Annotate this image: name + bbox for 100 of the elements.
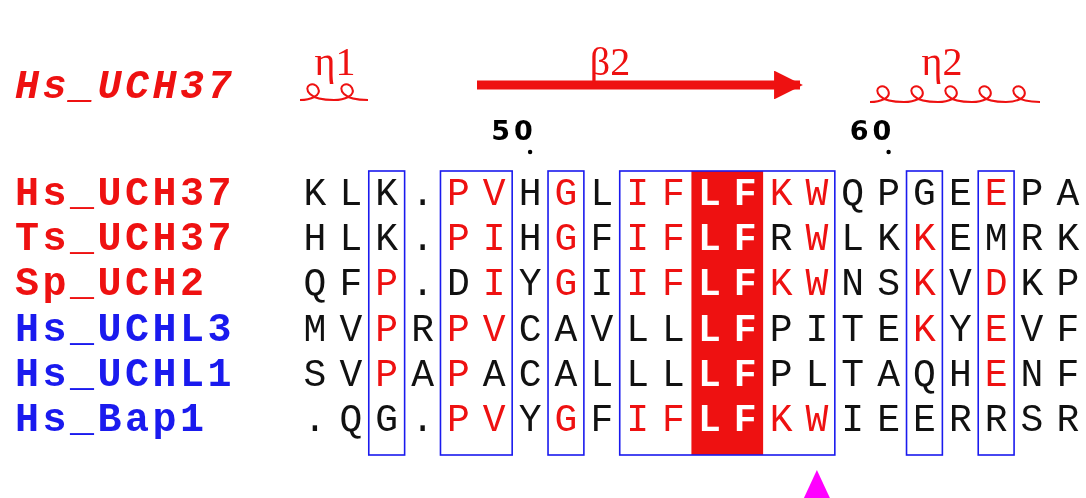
residue-letter: N — [1020, 356, 1044, 395]
residue-letter: . — [303, 402, 327, 440]
residue-letter: I — [626, 402, 650, 440]
residue-letter: P — [877, 176, 900, 214]
residue-letter: P — [375, 311, 399, 350]
residue-letter: . — [411, 402, 434, 440]
residue-letter: R — [411, 311, 434, 350]
residue-letter: E — [984, 311, 1008, 350]
residue-letter: E — [913, 402, 936, 440]
residue-letter: E — [948, 221, 972, 260]
residue-letter: I — [626, 176, 650, 214]
residue-letter: I — [482, 221, 506, 260]
sequence-name: Hs_UCHL1 — [15, 355, 236, 396]
residue-letter: C — [518, 356, 542, 395]
residue-letter: F — [662, 266, 685, 305]
residue-letter: F — [733, 266, 757, 305]
residue-letter: F — [662, 176, 685, 214]
residue-letter: F — [733, 311, 757, 350]
sequence-name: Hs_UCHL3 — [15, 310, 236, 351]
residue-letter: K — [1056, 221, 1080, 260]
sequence-name: Hs_UCH37 — [15, 175, 236, 215]
residue-letter: T — [841, 356, 865, 395]
residue-letter: H — [303, 221, 327, 260]
residue-letter: S — [1020, 402, 1044, 440]
residue-letter: L — [590, 356, 614, 395]
residue-letter: . — [411, 266, 434, 305]
residue-letter: Y — [518, 402, 542, 440]
residue-letter: K — [769, 176, 793, 214]
residue-letter: A — [877, 356, 900, 395]
residue-letter: L — [697, 356, 721, 395]
residue-letter: K — [1020, 266, 1044, 305]
residue-letter: Q — [913, 356, 936, 395]
residue-letter: P — [1020, 176, 1044, 214]
residue-letter: K — [769, 266, 793, 305]
residue-letter: K — [303, 176, 327, 214]
residue-letter: K — [913, 221, 936, 260]
residue-letter: H — [518, 176, 542, 214]
residue-letter: P — [769, 356, 793, 395]
residue-letter: N — [841, 266, 865, 305]
secondary-structure-label: β2 — [589, 42, 631, 82]
residue-letter: W — [805, 176, 829, 214]
residue-letter: A — [411, 356, 434, 395]
residue-letter: L — [697, 402, 721, 440]
residue-letter: P — [447, 356, 470, 395]
residue-letter: K — [375, 176, 399, 214]
residue-letter: V — [948, 266, 972, 305]
residue-letter: L — [339, 221, 363, 260]
residue-letter: I — [841, 402, 865, 440]
residue-letter: H — [948, 356, 972, 395]
residue-letter: K — [769, 402, 793, 440]
residue-letter: G — [554, 266, 578, 305]
residue-letter: V — [590, 311, 614, 350]
residue-letter: P — [769, 311, 793, 350]
residue-letter: F — [590, 402, 614, 440]
residue-letter: A — [554, 311, 578, 350]
residue-letter: L — [697, 176, 721, 214]
residue-letter: L — [339, 176, 363, 214]
residue-letter: S — [303, 356, 327, 395]
residue-letter: R — [1056, 402, 1080, 440]
sequence-name: Ts_UCH37 — [15, 220, 236, 261]
residue-letter: A — [1056, 176, 1080, 214]
residue-letter: F — [733, 221, 757, 260]
residue-letter: H — [518, 221, 542, 260]
residue-letter: L — [590, 176, 614, 214]
residue-letter: P — [375, 266, 399, 305]
residue-letter: L — [805, 356, 829, 395]
residue-letter: E — [984, 356, 1008, 395]
residue-letter: G — [554, 402, 578, 440]
residue-letter: F — [733, 402, 757, 440]
residue-letter: F — [733, 356, 757, 395]
residue-letter: G — [554, 176, 578, 214]
residue-letter: L — [626, 311, 650, 350]
position-number: 50 — [491, 116, 537, 144]
residue-letter: I — [590, 266, 614, 305]
residue-letter: P — [447, 176, 470, 214]
residue-letter: P — [447, 221, 470, 260]
residue-letter: F — [662, 221, 685, 260]
residue-letter: L — [697, 311, 721, 350]
residue-letter: F — [733, 176, 757, 214]
residue-letter: M — [303, 311, 327, 350]
residue-letter: R — [1020, 221, 1044, 260]
residue-letter: Y — [518, 266, 542, 305]
residue-letter: G — [913, 176, 936, 214]
residue-letter: I — [626, 266, 650, 305]
residue-letter: S — [877, 266, 900, 305]
residue-letter: L — [626, 356, 650, 395]
residue-letter: P — [375, 356, 399, 395]
residue-letter: R — [948, 402, 972, 440]
residue-letter: K — [913, 311, 936, 350]
residue-letter: G — [554, 221, 578, 260]
residue-letter: V — [1020, 311, 1044, 350]
residue-letter: A — [482, 356, 506, 395]
residue-letter: R — [769, 221, 793, 260]
residue-letter: I — [626, 221, 650, 260]
residue-letter: V — [482, 176, 506, 214]
residue-letter: V — [482, 402, 506, 440]
residue-letter: D — [984, 266, 1008, 305]
sequence-name: Sp_UCH2 — [15, 265, 208, 306]
residue-letter: P — [447, 402, 470, 440]
residue-letter: V — [339, 311, 363, 350]
